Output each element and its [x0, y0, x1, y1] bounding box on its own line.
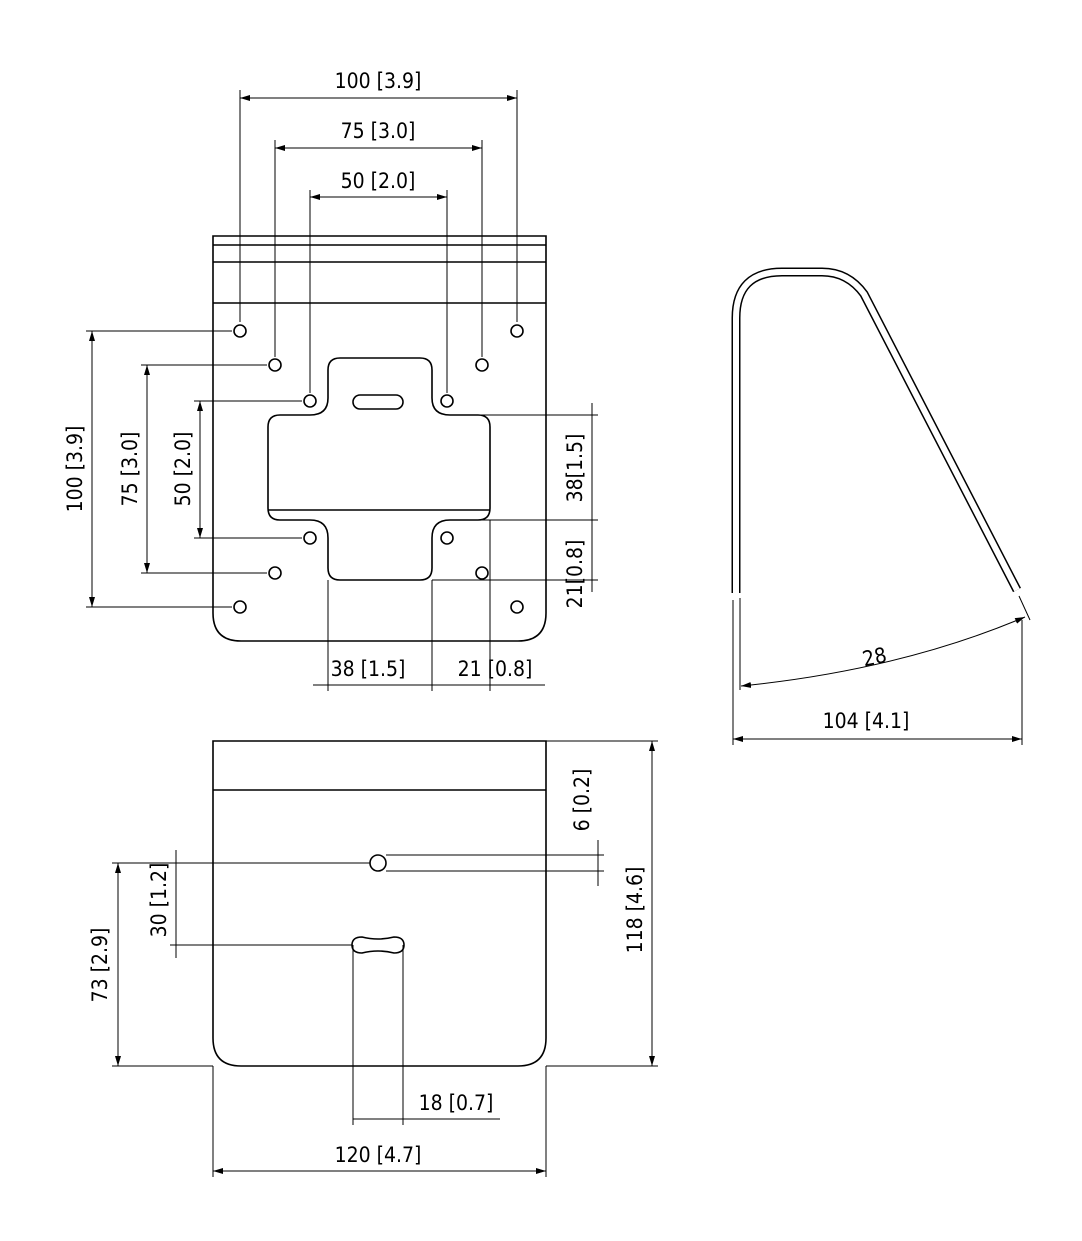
dim-width-75: 75 [3.0]	[341, 119, 416, 143]
dim-width-100: 100 [3.9]	[335, 69, 422, 93]
dim-height-75: 75 [3.0]	[118, 432, 142, 507]
front-plate-outline	[212, 235, 547, 642]
dim-height-100: 100 [3.9]	[63, 426, 87, 513]
dim-cutout-21-vertical: 21[0.8]	[563, 540, 587, 609]
front-view: 100 [3.9] 75 [3.0] 50 [2.0] 100 [3.9] 75…	[63, 69, 598, 691]
dim-height-73: 73 [2.9]	[88, 928, 112, 1003]
dim-width-50: 50 [2.0]	[341, 169, 416, 193]
dim-slot-18: 18 [0.7]	[419, 1091, 494, 1115]
keyhole-slot	[351, 936, 405, 954]
side-view: 28 104 [4.1]	[731, 267, 1031, 745]
dim-cutout-21-horizontal: 21 [0.8]	[458, 657, 533, 681]
dim-height-50: 50 [2.0]	[171, 432, 195, 507]
slot	[352, 394, 404, 410]
dim-cutout-38-vertical: 38[1.5]	[563, 434, 587, 503]
dim-angle-28: 28	[860, 643, 889, 671]
dim-spacing-30: 30 [1.2]	[147, 863, 171, 938]
cross-cutout	[267, 357, 491, 581]
dim-depth-104: 104 [4.1]	[823, 709, 910, 733]
vesa-holes	[233, 324, 524, 614]
dim-offset-6: 6 [0.2]	[570, 769, 594, 832]
dim-width-120: 120 [4.7]	[335, 1143, 422, 1167]
back-plate-outline	[212, 740, 547, 1067]
back-view: 118 [4.6] 6 [0.2] 73 [2.9] 30 [1.2] 18 […	[88, 740, 658, 1177]
dim-height-118: 118 [4.6]	[623, 867, 647, 954]
mounting-hole	[369, 854, 387, 872]
side-profile	[733, 269, 1020, 593]
dim-cutout-38-horizontal: 38 [1.5]	[331, 657, 406, 681]
